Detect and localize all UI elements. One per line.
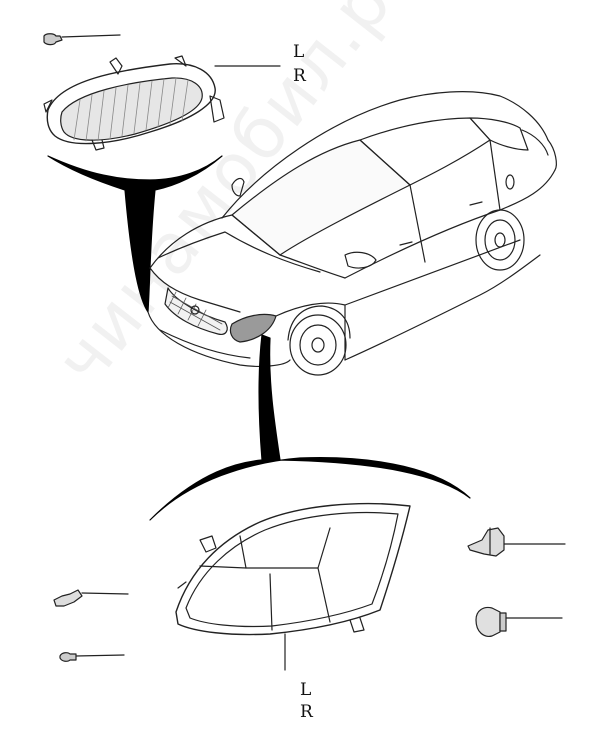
headlamp-callout-arrow [149,334,471,521]
headlamp-right-label: R [300,702,313,722]
side-marker-bulb-icon [59,652,125,662]
side-marker-socket-icon [53,589,129,607]
headlamp-bulb-icon [467,527,566,557]
turn-signal-bulb-icon [475,606,563,637]
fog-lamp-callout-arrow [47,155,223,313]
fog-lamp-left-label: L [293,42,305,62]
fog-lamp-right-label: R [293,66,306,86]
car-illustration [147,91,557,376]
fog-lamp-assembly [43,33,281,151]
headlamp-left-label: L [300,680,312,700]
fog-bulb-icon [43,33,63,46]
headlamp-assembly [175,502,411,671]
headlamp-highlight [229,313,277,343]
fog-bulb-leader-line [61,34,121,38]
